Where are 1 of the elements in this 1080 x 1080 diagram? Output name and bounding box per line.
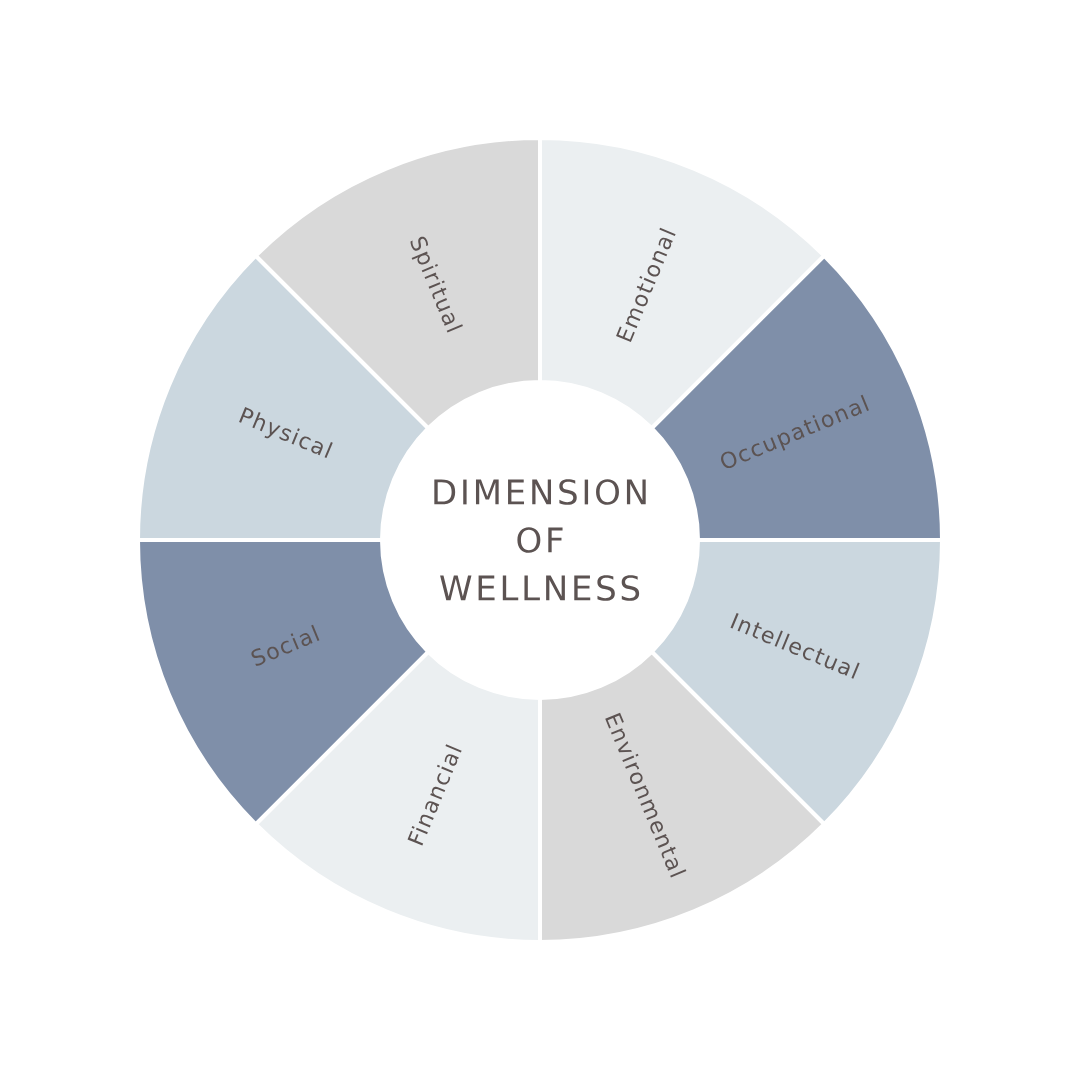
center-title: DIMENSION OF WELLNESS	[434, 479, 646, 601]
